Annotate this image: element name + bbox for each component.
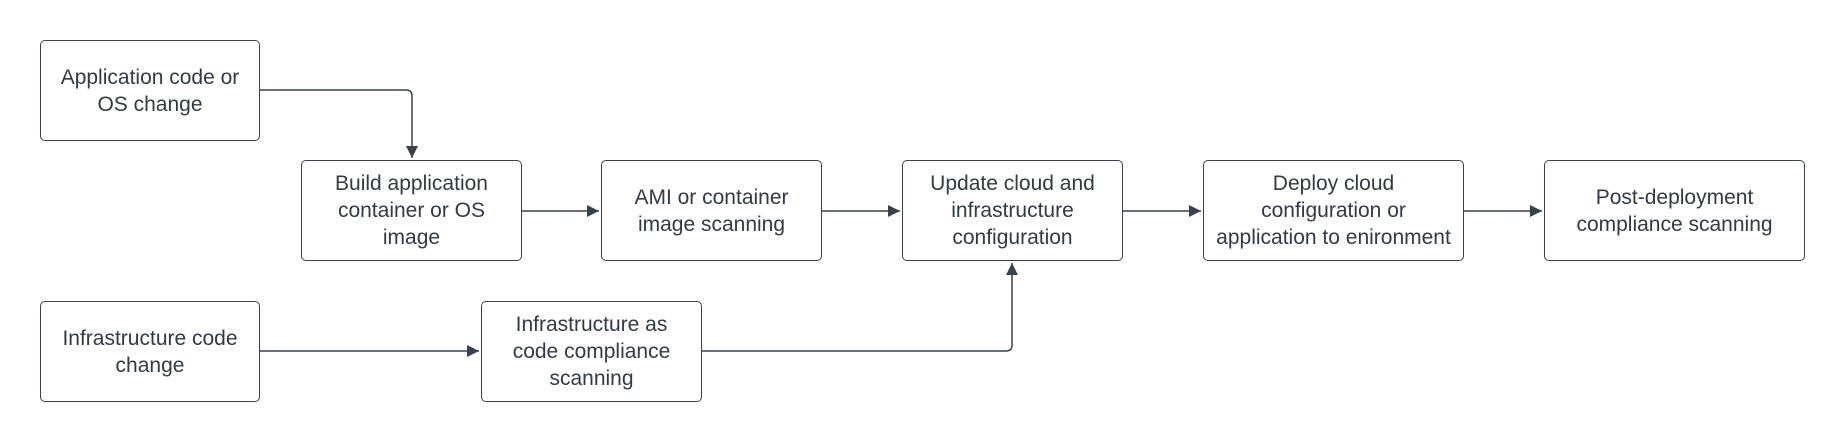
node-image-scanning: AMI or container image scanning — [601, 160, 822, 261]
node-label: Application code or OS change — [60, 65, 240, 116]
node-application-code-change: Application code or OS change — [40, 40, 260, 141]
node-label: Build application container or OS image — [335, 172, 488, 249]
node-deploy: Deploy cloud configuration or applicatio… — [1203, 160, 1464, 261]
node-label: AMI or container image scanning — [634, 185, 789, 236]
node-label: Deploy cloud configuration or applicatio… — [1216, 172, 1451, 249]
node-post-deployment-scanning: Post-deployment compliance scanning — [1544, 160, 1805, 261]
node-build-image: Build application container or OS image — [301, 160, 522, 261]
edge-iac-scan-to-update-config — [702, 263, 1018, 352]
node-label: Infrastructure code change — [62, 326, 238, 377]
node-update-configuration: Update cloud and infrastructure configur… — [902, 160, 1123, 261]
node-label: Update cloud and infrastructure configur… — [930, 172, 1095, 249]
node-label: Infrastructure as code compliance scanni… — [512, 313, 671, 390]
node-iac-compliance-scanning: Infrastructure as code compliance scanni… — [481, 301, 702, 402]
node-label: Post-deployment compliance scanning — [1576, 185, 1773, 236]
node-infrastructure-code-change: Infrastructure code change — [40, 301, 260, 402]
edge-app-change-to-build — [260, 89, 418, 158]
